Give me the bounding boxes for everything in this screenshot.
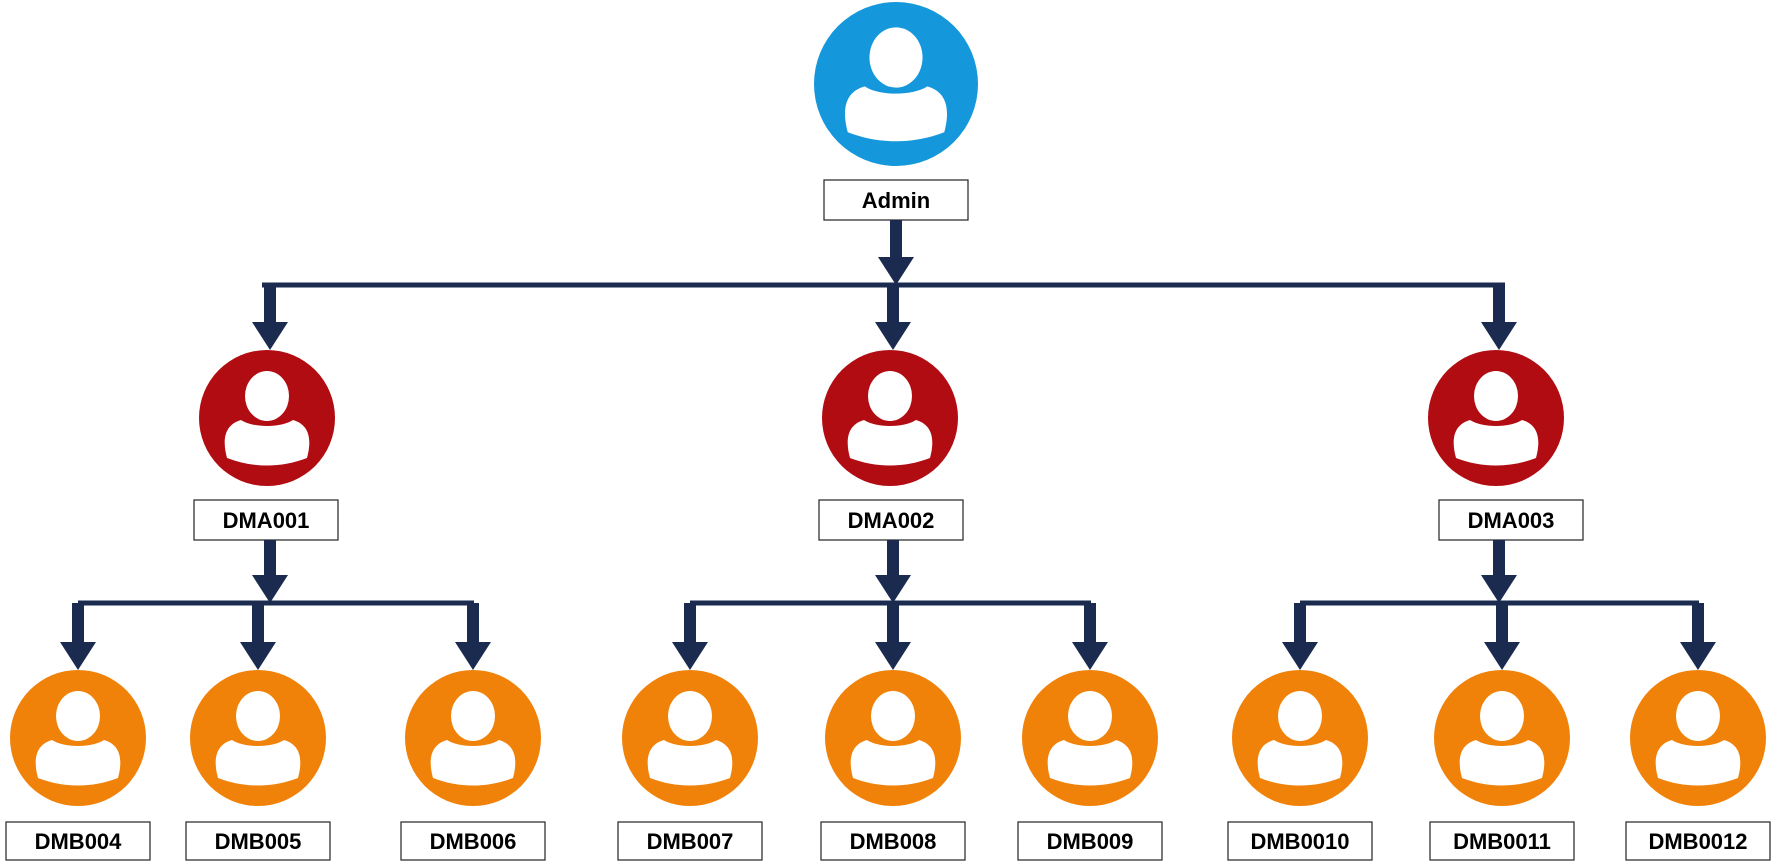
- dmb-label-12: DMB0012: [1625, 821, 1771, 861]
- dmb-label-8-text: DMB008: [850, 829, 937, 854]
- user-icon: [647, 691, 733, 786]
- dmb-label-11: DMB0011: [1429, 821, 1575, 861]
- arrow-to-dmb-10: [1282, 603, 1318, 670]
- admin-label-text: Admin: [862, 188, 930, 213]
- arrow-to-dmb-12: [1680, 603, 1716, 670]
- user-icon: [1257, 691, 1343, 786]
- arrow-to-dmb-5: [240, 603, 276, 670]
- dma-arrow-1: [252, 540, 288, 603]
- dmb-label-7-text: DMB007: [647, 829, 734, 854]
- dmb-avatar-9: [1022, 670, 1158, 806]
- dmb-label-8: DMB008: [820, 821, 966, 861]
- dmb-label-9: DMB009: [1017, 821, 1163, 861]
- arrow-to-dma-2: [875, 285, 911, 350]
- dmb-avatar-12: [1630, 670, 1766, 806]
- dmb-label-4: DMB004: [5, 821, 151, 861]
- dma-label-3-text: DMA003: [1468, 508, 1555, 533]
- dmb-label-10: DMB0010: [1227, 821, 1373, 861]
- user-icon: [844, 27, 948, 142]
- dmb-label-5-text: DMB005: [215, 829, 302, 854]
- arrow-to-dmb-4: [60, 603, 96, 670]
- dmb-avatar-5: [190, 670, 326, 806]
- dma-label-1: DMA001: [193, 499, 339, 541]
- dma-avatar-3: [1428, 350, 1564, 486]
- arrow-to-dma-1: [252, 285, 288, 350]
- user-icon: [1655, 691, 1741, 786]
- arrow-to-dmb-6: [455, 603, 491, 670]
- arrow-to-dmb-7: [672, 603, 708, 670]
- user-icon: [35, 691, 121, 786]
- dma-label-2-text: DMA002: [848, 508, 935, 533]
- dmb-avatar-4: [10, 670, 146, 806]
- arrow-to-dmb-9: [1072, 603, 1108, 670]
- dma-arrow-3: [1481, 540, 1517, 603]
- dmb-label-6-text: DMB006: [430, 829, 517, 854]
- user-icon: [1047, 691, 1133, 786]
- dma-label-3: DMA003: [1438, 499, 1584, 541]
- dmb-label-12-text: DMB0012: [1648, 829, 1747, 854]
- dma-avatar-1: [199, 350, 335, 486]
- user-icon: [1453, 371, 1539, 466]
- dma-avatar-2: [822, 350, 958, 486]
- arrow-to-dmb-8: [875, 603, 911, 670]
- user-icon: [850, 691, 936, 786]
- root-connector-line: [262, 282, 1505, 288]
- dmb-avatar-10: [1232, 670, 1368, 806]
- dmb-label-6: DMB006: [400, 821, 546, 861]
- admin-avatar: [814, 2, 978, 166]
- dma-label-2: DMA002: [818, 499, 964, 541]
- arrow-to-dma-3: [1481, 285, 1517, 350]
- dmb-label-5: DMB005: [185, 821, 331, 861]
- dmb-avatar-6: [405, 670, 541, 806]
- dmb-avatar-7: [622, 670, 758, 806]
- dmb-label-7: DMB007: [617, 821, 763, 861]
- dmb-label-9-text: DMB009: [1047, 829, 1134, 854]
- dmb-label-10-text: DMB0010: [1250, 829, 1349, 854]
- dma-label-1-text: DMA001: [223, 508, 310, 533]
- dma-connector-line-1: [78, 600, 474, 606]
- dmb-label-11-text: DMB0011: [1453, 829, 1551, 854]
- user-icon: [847, 371, 933, 466]
- admin-arrow: [878, 220, 914, 285]
- dmb-avatar-11: [1434, 670, 1570, 806]
- dmb-avatar-8: [825, 670, 961, 806]
- dmb-label-4-text: DMB004: [35, 829, 123, 854]
- admin-label: Admin: [823, 179, 969, 221]
- user-icon: [215, 691, 301, 786]
- user-icon: [224, 371, 310, 466]
- dma-arrow-2: [875, 540, 911, 603]
- user-icon: [1459, 691, 1545, 786]
- arrow-to-dmb-11: [1484, 603, 1520, 670]
- user-icon: [430, 691, 516, 786]
